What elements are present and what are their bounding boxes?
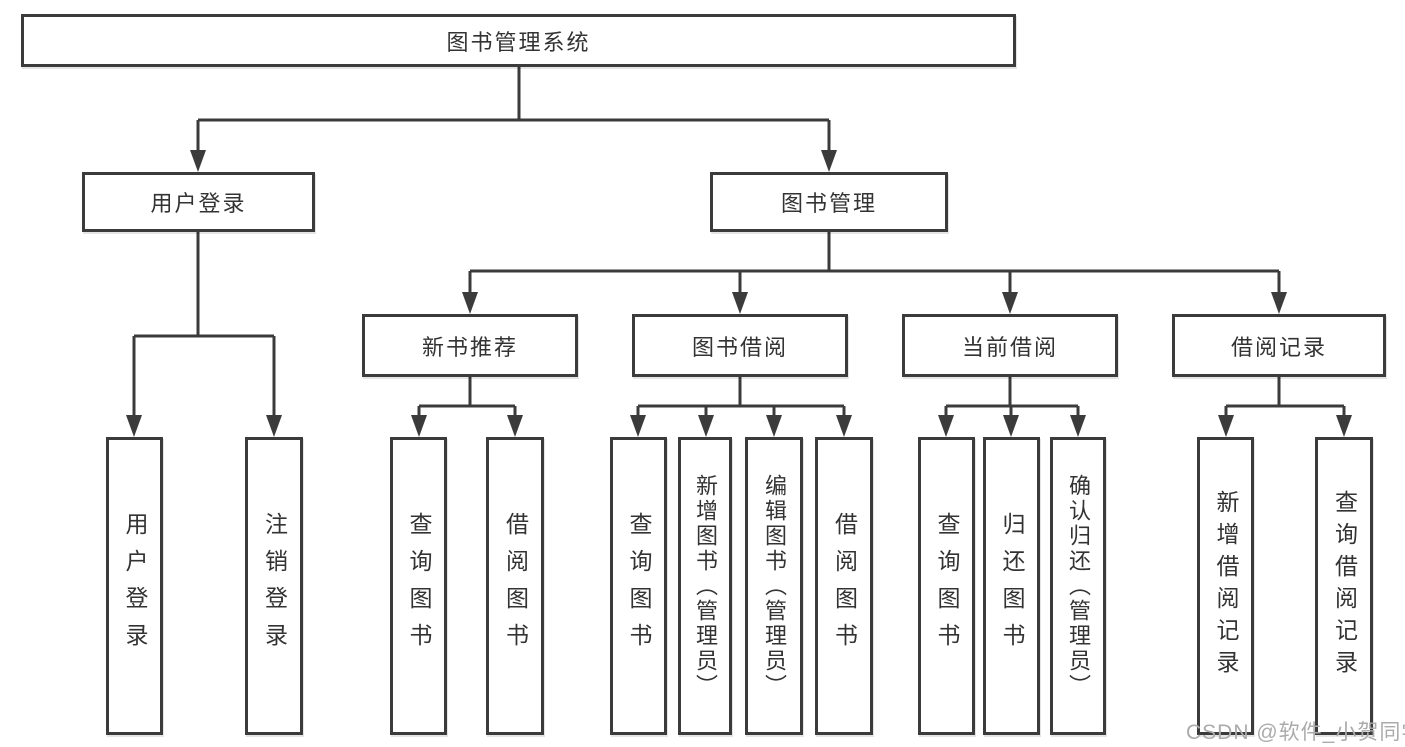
node-label: 借阅图书 <box>502 512 529 660</box>
node-label: 当前借阅 <box>961 334 1058 360</box>
arrowhead <box>411 415 427 437</box>
connectors-new-book-recommend <box>411 377 523 437</box>
leaf-user-login: 用户登录 <box>106 437 163 735</box>
leaf-borrow-books-recommend: 借阅图书 <box>486 437 544 735</box>
leaf-borrow-books: 借阅图书 <box>815 437 873 735</box>
arrowhead <box>507 415 523 437</box>
arrowhead <box>836 415 852 437</box>
node-label: 借阅记录 <box>1230 334 1327 360</box>
leaf-query-books-borrow: 查询图书 <box>610 437 667 735</box>
node-label: 确认归还（管理员） <box>1066 473 1091 699</box>
connectors-borrow-records <box>1218 377 1352 437</box>
csdn-watermark: CSDN @软件_小贺同学 <box>1186 721 1405 744</box>
node-label: 用户登录 <box>122 512 148 660</box>
arrowhead <box>766 415 782 437</box>
node-label: 图书管理 <box>780 191 877 216</box>
leaf-edit-book-admin: 编辑图书（管理员） <box>745 437 803 735</box>
leaf-query-books-current: 查询图书 <box>918 437 975 735</box>
node-user-login: 用户登录 <box>82 172 315 232</box>
arrowhead <box>938 415 954 437</box>
arrowhead <box>1218 415 1234 437</box>
leaf-confirm-return-admin: 确认归还（管理员） <box>1050 437 1106 735</box>
node-book-management: 图书管理 <box>710 172 948 232</box>
node-label: 编辑图书（管理员） <box>762 473 787 699</box>
arrowhead <box>821 150 837 172</box>
arrowhead <box>1070 415 1086 437</box>
node-label: 借阅图书 <box>831 512 858 660</box>
node-borrow-records: 借阅记录 <box>1172 314 1386 377</box>
arrowhead <box>1271 292 1287 314</box>
arrowhead <box>1003 415 1019 437</box>
connectors-current-borrow <box>938 377 1086 437</box>
node-label: 用户登录 <box>150 191 247 216</box>
leaf-return-book: 归还图书 <box>983 437 1040 735</box>
node-label: 查询图书 <box>406 512 432 660</box>
arrowhead <box>126 415 142 437</box>
connectors-book-management <box>462 232 1287 314</box>
arrowhead <box>1002 292 1018 314</box>
connectors-root <box>190 67 837 172</box>
arrowhead <box>630 415 646 437</box>
connectors-user-login <box>126 232 282 437</box>
connectors-book-borrow <box>630 377 852 437</box>
node-current-borrow: 当前借阅 <box>902 314 1118 377</box>
node-label: 查询借阅记录 <box>1331 490 1358 682</box>
node-label: 新增图书（管理员） <box>693 473 718 699</box>
leaf-logout: 注销登录 <box>245 437 303 735</box>
node-new-book-recommend: 新书推荐 <box>362 314 578 377</box>
arrowhead <box>266 415 282 437</box>
arrowhead <box>190 150 206 172</box>
node-root-system: 图书管理系统 <box>21 14 1016 67</box>
node-label: 归还图书 <box>999 512 1025 660</box>
arrowhead <box>462 292 478 314</box>
leaf-add-book-admin: 新增图书（管理员） <box>678 437 732 735</box>
leaf-query-books-recommend: 查询图书 <box>390 437 447 735</box>
node-label: 图书借阅 <box>691 334 788 360</box>
leaf-query-borrow-record: 查询借阅记录 <box>1315 437 1373 735</box>
node-label: 查询图书 <box>934 512 960 660</box>
node-label: 图书管理系统 <box>446 29 591 55</box>
arrowhead <box>732 292 748 314</box>
arrowhead <box>1336 415 1352 437</box>
node-label: 新增借阅记录 <box>1213 490 1239 682</box>
node-label: 查询图书 <box>626 512 652 660</box>
node-book-borrow: 图书借阅 <box>632 314 848 377</box>
leaf-add-borrow-record: 新增借阅记录 <box>1197 437 1254 735</box>
node-label: 新书推荐 <box>421 334 518 360</box>
arrowhead <box>698 415 714 437</box>
node-label: 注销登录 <box>261 512 288 660</box>
